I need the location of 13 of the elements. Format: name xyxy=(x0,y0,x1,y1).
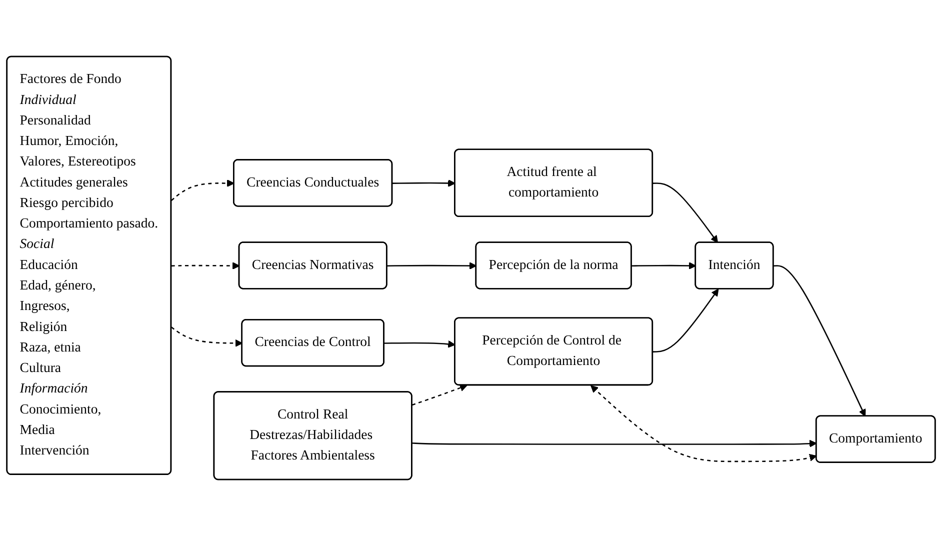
arrow xyxy=(384,340,456,348)
arrow xyxy=(387,262,477,270)
arrow xyxy=(632,262,696,270)
arrow xyxy=(170,179,234,201)
arrow xyxy=(652,182,718,243)
arrow xyxy=(774,265,866,417)
arrow xyxy=(171,262,240,270)
arrow xyxy=(412,440,817,448)
arrow xyxy=(412,384,468,406)
arrow xyxy=(171,326,243,347)
arrow xyxy=(590,385,817,462)
arrow xyxy=(652,288,719,352)
arrow xyxy=(392,179,456,187)
